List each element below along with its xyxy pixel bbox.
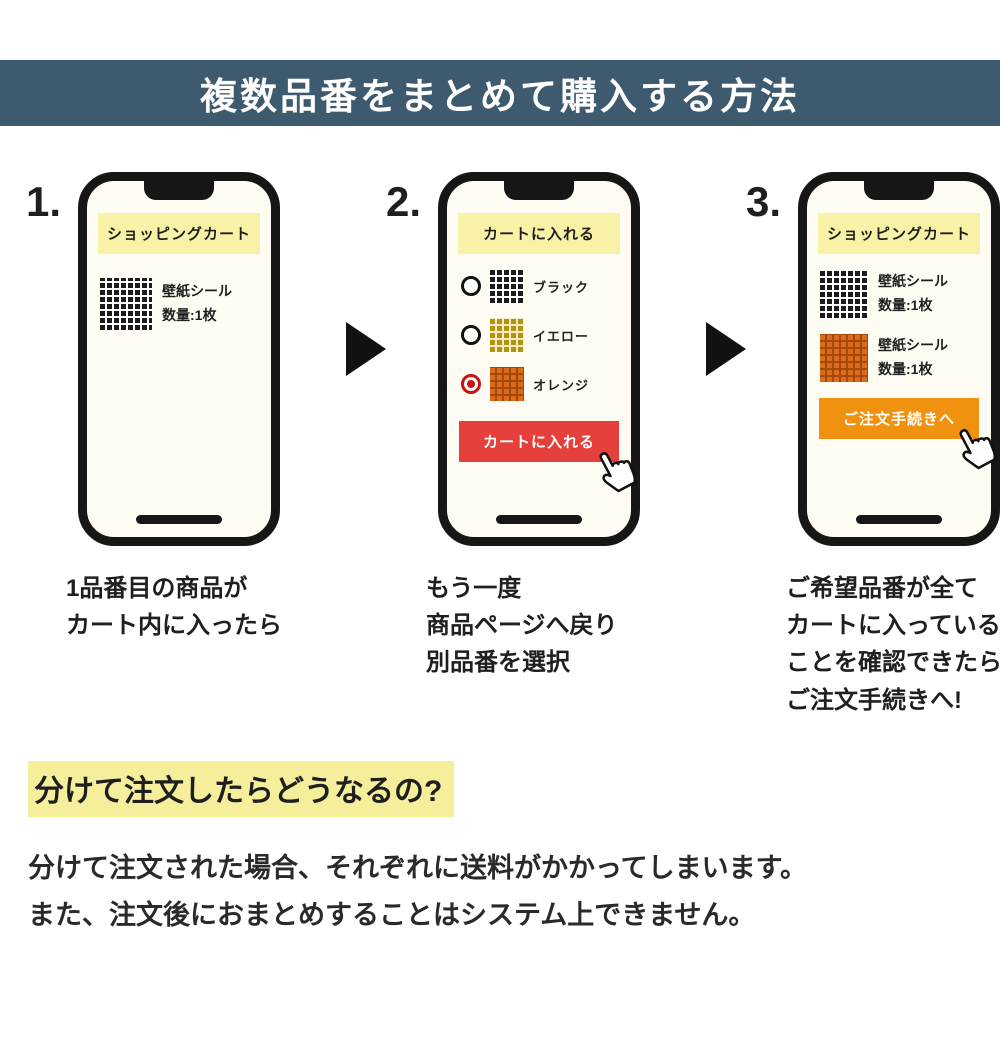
product-swatch-black [820,270,868,318]
shopping-cart-header: ショッピングカート [98,213,260,254]
radio-selected-icon [461,374,481,394]
shopping-cart-header: ショッピングカート [818,213,980,254]
step-3: 3. ショッピングカート 壁紙シール 数量:1枚 壁紙シール 数量:1枚 [746,172,1000,719]
step-2: 2. カートに入れる ブラック イエロー オレンジ [386,172,706,682]
right-arrow-icon [346,322,386,376]
faq-section: 分けて注文したらどうなるの? 分けて注文された場合、それぞれに送料がかかってしま… [28,760,1000,940]
faq-body-text: 分けて注文された場合、それぞれに送料がかかってしまいます。 また、注文後におまと… [28,852,807,930]
checkout-button: ご注文手続きへ [819,398,979,439]
right-arrow-icon [706,322,746,376]
step-3-caption: ご希望品番が全て カートに入っている ことを確認できたら ご注文手続きへ! [786,575,1000,714]
faq-heading: 分けて注文したらどうなるの? [28,760,455,817]
phone-notch [864,180,934,200]
phone-notch [144,180,214,200]
product-quantity: 数量:1枚 [878,297,933,313]
cart-item: 壁紙シール 数量:1枚 [100,278,258,330]
color-swatch-black [490,269,524,303]
product-name: 壁紙シール [878,273,948,290]
step-3-number: 3. [746,178,782,225]
step-2-caption: もう一度 商品ページへ戻り 別品番を選択 [426,575,618,677]
step-1: 1. ショッピングカート 壁紙シール 数量:1枚 1品番目の商品が カート内に入… [26,172,346,644]
color-swatch-yellow [490,318,524,352]
step-1-number: 1. [26,178,62,225]
step-1-caption: 1品番目の商品が カート内に入ったら [66,575,282,640]
color-option-yellow: イエロー [461,318,617,352]
phone-illustration-1: ショッピングカート 壁紙シール 数量:1枚 [78,172,280,546]
phone-home-bar [856,515,942,524]
add-to-cart-button: カートに入れる [459,421,619,462]
hand-cursor-icon [581,435,647,505]
color-swatch-orange [490,367,524,401]
phone-illustration-3: ショッピングカート 壁紙シール 数量:1枚 壁紙シール 数量:1枚 [798,172,1000,546]
phone-home-bar [496,515,582,524]
page-title: 複数品番をまとめて購入する方法 [200,76,800,117]
product-name: 壁紙シール [878,337,948,354]
product-quantity: 数量:1枚 [162,307,217,323]
product-name: 壁紙シール [162,283,232,300]
title-banner: 複数品番をまとめて購入する方法 [0,60,1000,126]
radio-unselected-icon [461,325,481,345]
cart-item: 壁紙シール 数量:1枚 [820,270,978,318]
color-option-black: ブラック [461,269,617,303]
hand-cursor-icon [941,412,1000,482]
phone-notch [504,180,574,200]
radio-unselected-icon [461,276,481,296]
phone-home-bar [136,515,222,524]
step-2-number: 2. [386,178,422,225]
steps-row: 1. ショッピングカート 壁紙シール 数量:1枚 1品番目の商品が カート内に入… [0,172,1000,719]
add-to-cart-header: カートに入れる [458,213,620,254]
product-quantity: 数量:1枚 [878,361,933,377]
product-swatch-orange [820,334,868,382]
phone-illustration-2: カートに入れる ブラック イエロー オレンジ カートに入れ [438,172,640,546]
color-option-orange: オレンジ [461,367,617,401]
cart-item: 壁紙シール 数量:1枚 [820,334,978,382]
product-swatch-black [100,278,152,330]
